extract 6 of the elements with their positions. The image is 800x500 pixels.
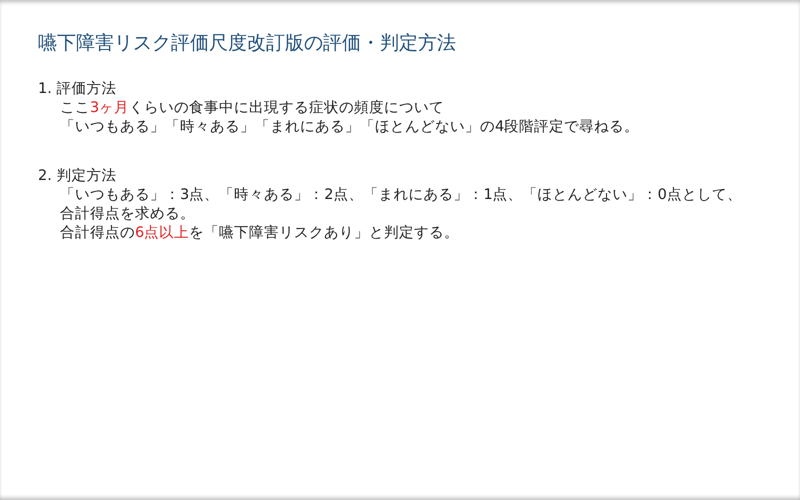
body-text: 「いつもある」：3点、「時々ある」：2点、「まれにある」：1点、「ほとんどない」：0点として、合計得点を求める。 [60, 186, 743, 224]
section-heading: 2. 判定方法 [38, 167, 118, 186]
body-text: 合計得点の6点以上を「嚥下障害リスクあり」と判定する。 [60, 224, 460, 243]
section-heading: 1. 評価方法 [38, 80, 118, 99]
slide-title: 嚥下障害リスク評価尺度改訂版の評価・判定方法 [38, 31, 456, 56]
body-text: 「いつもある」「時々ある」「まれにある」「ほとんどない」の4段階評定で尋ねる。 [60, 118, 640, 137]
